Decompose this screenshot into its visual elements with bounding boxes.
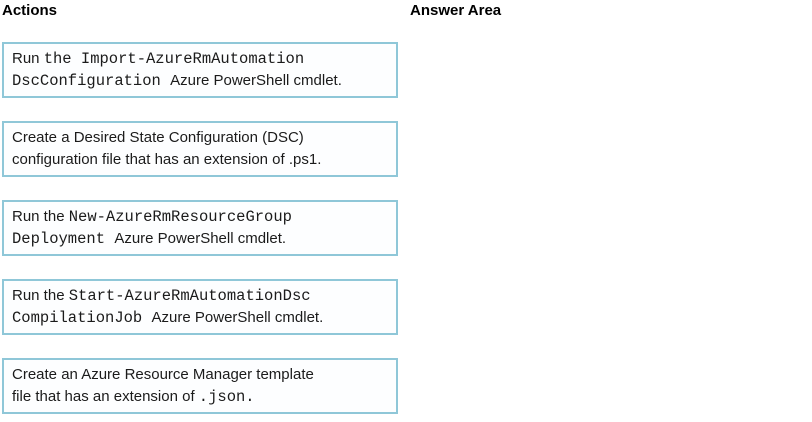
- action-text-segment: Run: [12, 50, 44, 67]
- action-text-segment: Create an Azure Resource Manager templat…: [12, 366, 314, 383]
- action-text-segment: Run the: [12, 287, 69, 304]
- action-text-segment: Azure PowerShell cmdlet.: [114, 230, 287, 247]
- action-text-segment: Deployment: [12, 230, 115, 248]
- answer-area-dropzone[interactable]: [410, 42, 800, 422]
- action-text-segment: the Import-AzureRmAutomation: [43, 50, 305, 68]
- action-text-segment: configuration file that has an extension…: [12, 151, 322, 168]
- actions-column: Actions Run the Import-AzureRmAutomation…: [2, 2, 398, 414]
- action-card-create-dsc-configuration-file-ps1[interactable]: Create a Desired State Configuration (DS…: [2, 121, 398, 177]
- action-text-segment: Start-AzureRmAutomationDsc: [68, 287, 311, 305]
- action-text-segment: Azure PowerShell cmdlet.: [170, 72, 342, 89]
- action-text-segment: CompilationJob: [12, 309, 152, 327]
- action-text-segment: DscConfiguration: [12, 72, 171, 90]
- action-text-segment: file that has an extension of: [12, 388, 199, 405]
- actions-heading: Actions: [2, 2, 58, 19]
- action-text-segment: Azure PowerShell cmdlet.: [151, 309, 324, 326]
- action-text-segment: Create a Desired State Configuration (DS…: [12, 129, 304, 146]
- action-card-create-arm-template-json[interactable]: Create an Azure Resource Manager templat…: [2, 358, 398, 414]
- action-text-segment: New-AzureRmResourceGroup: [68, 208, 292, 226]
- action-card-text: Create a Desired State Configuration (DS…: [12, 127, 321, 171]
- answer-area-heading: Answer Area: [410, 2, 502, 19]
- answer-area-column: Answer Area: [410, 2, 800, 414]
- action-text-segment: .json.: [198, 388, 255, 406]
- action-card-text: Create an Azure Resource Manager templat…: [12, 364, 314, 408]
- action-text-segment: Run the: [12, 208, 69, 225]
